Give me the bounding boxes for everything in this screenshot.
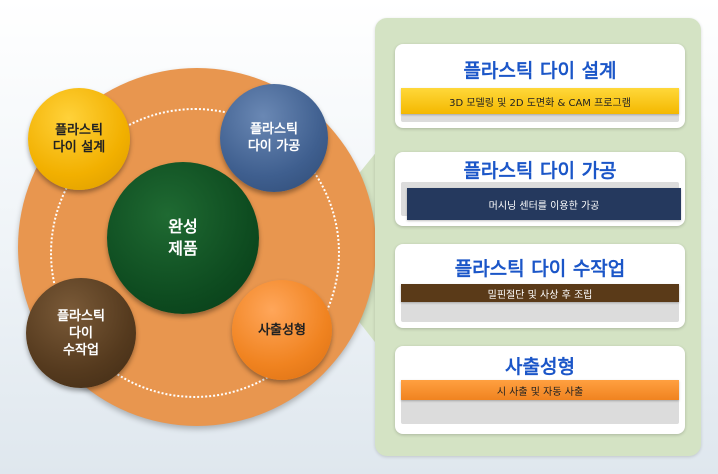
- card-die-manual-work-title: 플라스틱 다이 수작업: [454, 258, 626, 280]
- card-die-design: 플라스틱 다이 설계 3D 모델링 및 2D 도면화 & CAM 프로그램: [395, 44, 685, 128]
- node-injection-molding-label: 사출성형: [258, 322, 306, 338]
- card-die-design-detail-text: 3D 모델링 및 2D 도면화 & CAM 프로그램: [449, 97, 631, 109]
- node-die-machining: 플라스틱 다이 가공: [220, 84, 328, 192]
- center-node-finished-product: 완성 제품: [107, 162, 259, 314]
- card-die-design-title: 플라스틱 다이 설계: [463, 60, 617, 82]
- card-die-design-detail: 3D 모델링 및 2D 도면화 & CAM 프로그램: [401, 88, 679, 114]
- card-die-manual-work: 플라스틱 다이 수작업 밀핀절단 및 사상 후 조립: [395, 244, 685, 328]
- card-die-machining-detail-text: 머시닝 센터를 이용한 가공: [488, 200, 600, 212]
- card-die-manual-work-detail-text: 밀핀절단 및 사상 후 조립: [487, 289, 593, 301]
- card-injection-molding-title: 사출성형: [505, 356, 575, 378]
- center-node-label: 완성 제품: [168, 217, 198, 258]
- node-injection-molding: 사출성형: [232, 280, 332, 380]
- card-die-machining: 플라스틱 다이 가공 머시닝 센터를 이용한 가공: [395, 152, 685, 226]
- node-die-manual-work: 플라스틱 다이 수작업: [26, 278, 136, 388]
- node-die-manual-work-label: 플라스틱 다이 수작업: [57, 308, 105, 358]
- card-die-machining-detail: 머시닝 센터를 이용한 가공: [407, 188, 681, 220]
- card-injection-molding-detail: 시 사출 및 자동 사출: [401, 380, 679, 400]
- node-die-design-label: 플라스틱 다이 설계: [52, 123, 106, 155]
- node-die-machining-label: 플라스틱 다이 가공: [247, 122, 301, 154]
- dotted-ring: [50, 108, 340, 398]
- card-injection-molding: 사출성형 시 사출 및 자동 사출: [395, 346, 685, 434]
- node-die-design: 플라스틱 다이 설계: [28, 88, 130, 190]
- card-injection-molding-detail-text: 시 사출 및 자동 사출: [496, 386, 584, 398]
- card-die-manual-work-detail: 밀핀절단 및 사상 후 조립: [401, 284, 679, 302]
- card-die-machining-title: 플라스틱 다이 가공: [463, 160, 617, 182]
